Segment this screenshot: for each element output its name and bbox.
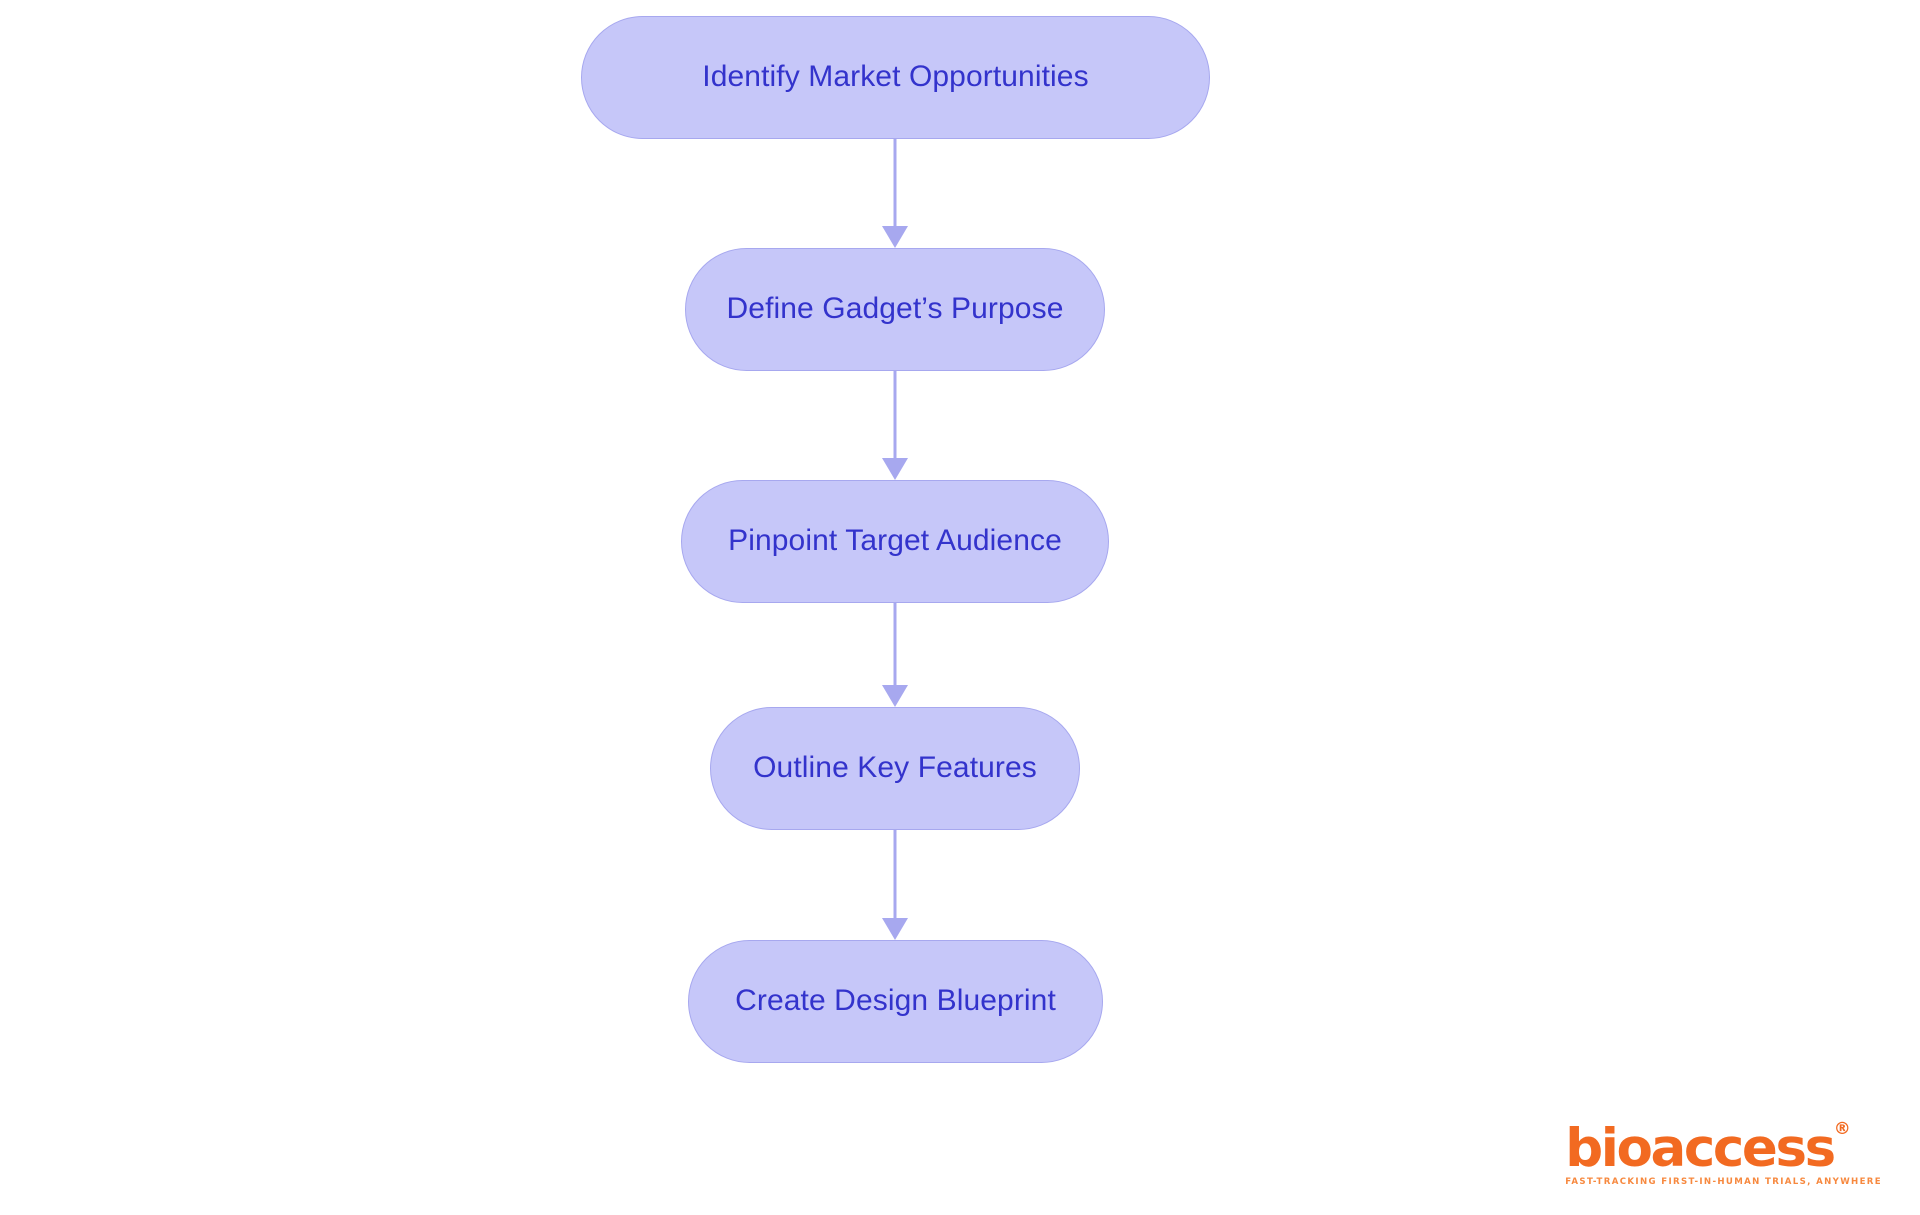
brand-wordmark-text: bioaccess (1565, 1118, 1836, 1180)
brand-tagline: FAST-TRACKING FIRST-IN-HUMAN TRIALS, ANY… (1565, 1177, 1882, 1187)
connector-line-3 (893, 602, 897, 685)
connector-line-1 (893, 138, 897, 226)
flow-node-label: Pinpoint Target Audience (728, 524, 1062, 558)
registered-trademark-icon: ® (1833, 1119, 1851, 1140)
bioaccess-logo: bioaccess ® FAST-TRACKING FIRST-IN-HUMAN… (1565, 1121, 1882, 1187)
flow-node-label: Create Design Blueprint (735, 984, 1056, 1018)
down-arrow-icon-1 (882, 226, 908, 248)
flow-node-define-gadgets-purpose[interactable]: Define Gadget’s Purpose (685, 248, 1105, 371)
flow-node-outline-key-features[interactable]: Outline Key Features (710, 707, 1080, 830)
flow-node-label: Define Gadget’s Purpose (726, 292, 1064, 326)
flow-node-label: Identify Market Opportunities (702, 60, 1089, 94)
flow-node-identify-market-opportunities[interactable]: Identify Market Opportunities (581, 16, 1210, 139)
down-arrow-icon-3 (882, 685, 908, 707)
flow-node-create-design-blueprint[interactable]: Create Design Blueprint (688, 940, 1103, 1063)
flow-node-label: Outline Key Features (753, 751, 1037, 785)
connector-line-4 (893, 830, 897, 918)
flow-node-pinpoint-target-audience[interactable]: Pinpoint Target Audience (681, 480, 1109, 603)
down-arrow-icon-4 (882, 918, 908, 940)
down-arrow-icon-2 (882, 458, 908, 480)
connector-line-2 (893, 370, 897, 458)
brand-wordmark: bioaccess ® (1565, 1121, 1851, 1175)
